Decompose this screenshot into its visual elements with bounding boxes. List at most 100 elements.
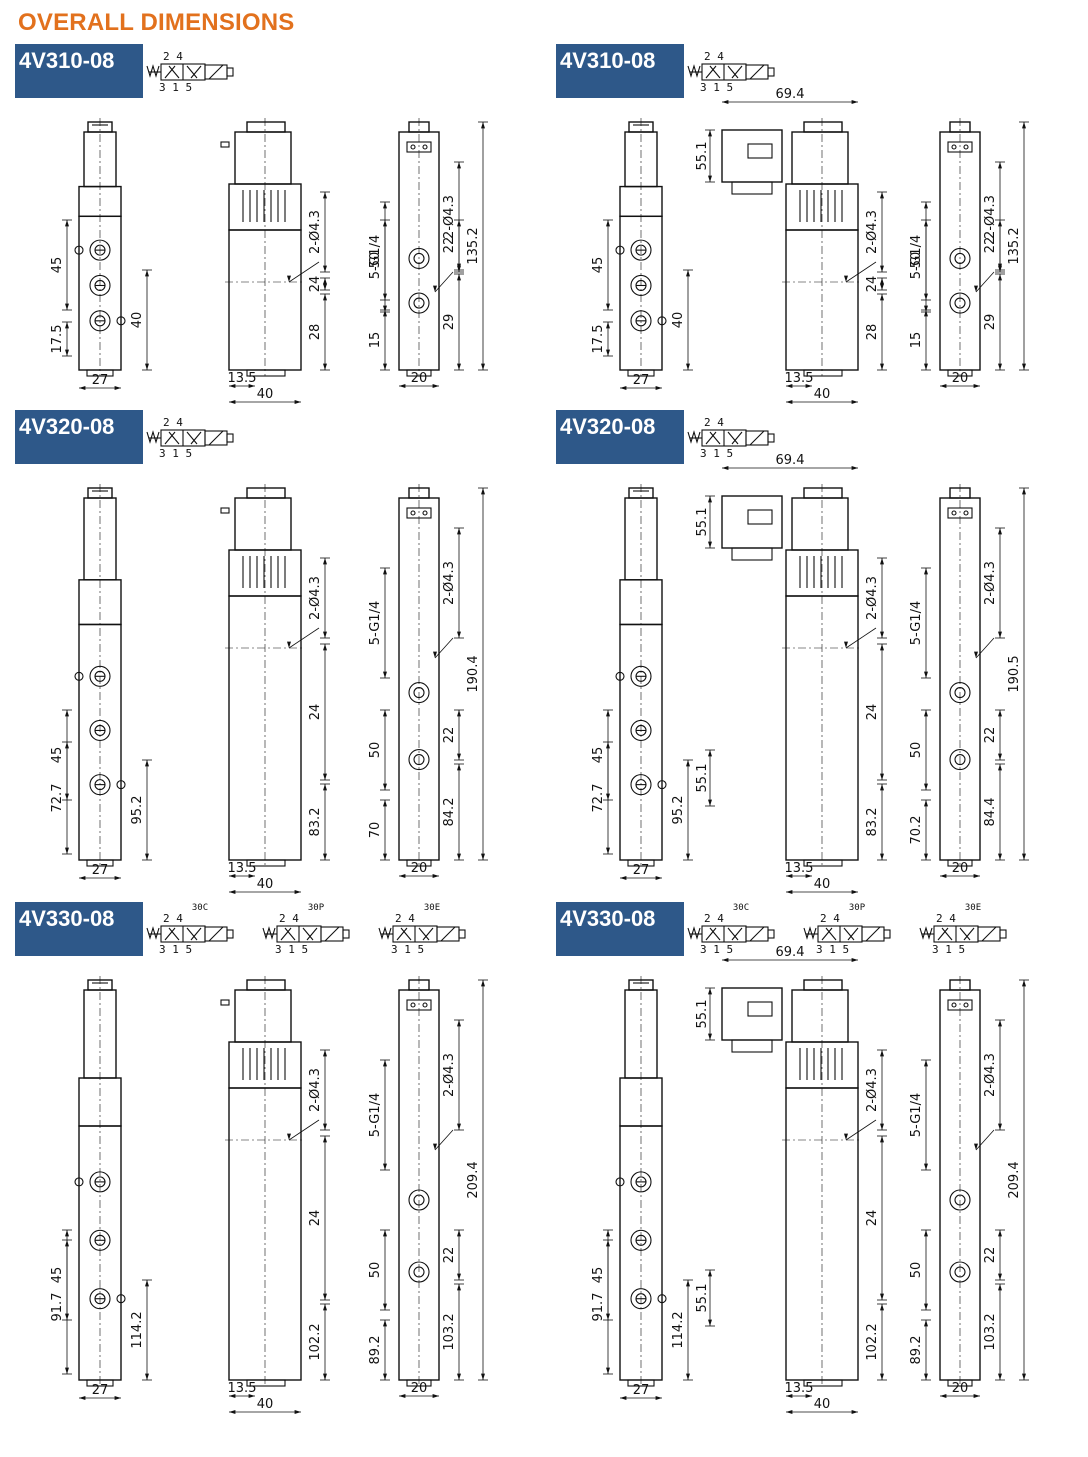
dim-45-label: 45 [591,747,606,764]
dim-50-label: 50 [909,742,924,759]
dim-total-height: 190.5 [1007,487,1029,861]
side-view [220,484,305,867]
front-view [74,118,126,377]
end-view [939,484,981,867]
dim-end-mid: 84.4 [983,763,1005,861]
dim-22-label: 22 [983,727,998,744]
dim-hole-end-label: 2-Ø4.3 [983,561,998,605]
dim-side-lower: 102.2 [865,1303,887,1381]
dim-hole-end: 2-Ø4.3 [442,527,464,639]
symbol-variant-label: 30E [965,903,981,913]
dim-13-5: 13.5 [785,371,813,388]
symbol-ports-bottom: 3 1 5 [159,447,192,460]
model-badge: 4V320-08 [15,410,143,464]
dim-24-label: 24 [308,276,323,293]
dim-55-1: 55.1 [695,129,715,183]
dim-20: 20 [940,1381,980,1398]
dim-27-label: 27 [92,863,109,878]
dim-front-height-label: 114.2 [130,1311,145,1348]
dim-27-label: 27 [92,373,109,388]
dim-45-label: 45 [50,257,65,274]
symbol-ports-bottom: 3 1 5 [159,81,192,94]
dim-24: 24 [865,1135,887,1301]
dim-24-label: 24 [308,704,323,721]
dim-55-1-lower: 55.1 [695,1269,715,1327]
valve-symbol: 2 43 1 5 [687,416,775,460]
dim-17-5-label: 17.5 [591,325,606,354]
dim-port-thread: 5-G1/4 [909,567,931,679]
end-view [398,484,440,867]
dim-front-height: 114.2 [671,1279,693,1381]
dim-total-height-label: 190.4 [466,655,481,692]
dim-22: 22 [442,1229,464,1281]
symbol-ports-bottom: 3 1 5 [391,943,424,956]
dim-hole-end: 2-Ø4.3 [442,161,464,273]
dim-total-height-label: 135.2 [466,227,481,264]
dim-total-height: 209.4 [466,979,488,1381]
dim-hole-end: 2-Ø4.3 [983,161,1005,273]
symbol-ports-top: 2 4 [936,912,956,925]
valve-symbol: 2 43 1 5 [687,50,775,94]
dim-end-lower-label: 70 [368,822,383,839]
dim-50: 50 [909,709,931,791]
symbol-ports-top: 2 4 [820,912,840,925]
dim-24-label: 24 [308,1210,323,1227]
dim-24-label: 24 [865,1210,880,1227]
dim-13-5-label: 13.5 [785,1381,814,1396]
dim-55-1-lower: 55.1 [695,749,715,807]
dim-69-4-label: 69.4 [776,87,805,102]
dim-69-4: 69.4 [722,945,858,962]
dim-port-thread: 5-G1/4 [909,1059,931,1171]
symbol-ports-top: 2 4 [395,912,415,925]
dim-13-5-label: 13.5 [228,371,257,386]
symbol-ports-bottom: 3 1 5 [275,943,308,956]
dim-69-4-label: 69.4 [776,945,805,960]
dim-side-width: 40 [786,877,858,894]
symbol-ports-bottom: 3 1 5 [700,943,733,956]
dim-hole: 2-Ø4.3 [308,557,330,639]
dim-13-5: 13.5 [228,1381,256,1398]
dim-20-label: 20 [411,1381,428,1396]
dim-hole-end-label: 2-Ø4.3 [442,195,457,239]
dim-13-5: 13.5 [228,371,257,388]
dim-20: 20 [399,371,439,388]
symbol-ports-top: 2 4 [163,912,183,925]
dim-20: 20 [940,371,980,388]
dim-total-height-label: 209.4 [1007,1161,1022,1198]
dim-end-lower-label: 89.2 [368,1336,383,1365]
model-badge: 4V320-08 [556,410,684,464]
dim-port-thread: 5-G1/4 [368,1059,390,1171]
dim-27: 27 [79,373,121,390]
dim-45-label: 45 [591,1267,606,1284]
dim-front-height: 95.2 [130,759,152,861]
dim-27: 27 [79,1383,121,1400]
dim-27: 27 [620,863,662,880]
dim-hole-end-label: 2-Ø4.3 [442,561,457,605]
dim-20-label: 20 [952,1381,969,1396]
symbol-ports-top: 2 4 [279,912,299,925]
dim-end-lower: 15 [909,309,931,371]
symbol-variant-label: 30C [192,903,208,913]
dim-side-width: 40 [229,1397,301,1414]
dim-24: 24 [308,276,330,293]
dim-front-height-label: 114.2 [671,1311,686,1348]
model-badge: 4V310-08 [15,44,143,98]
dim-45: 45 [591,219,613,311]
dim-total-height-label: 190.5 [1007,655,1022,692]
dim-end-lower: 89.2 [368,1319,390,1381]
dim-hole-label: 2-Ø4.3 [308,1068,323,1112]
dim-20-label: 20 [411,861,428,876]
dim-hole-label: 2-Ø4.3 [865,1068,880,1112]
dim-end-lower: 70.2 [909,799,931,861]
dim-17-5: 17.5 [50,321,72,357]
dim-hole: 2-Ø4.3 [865,1049,887,1131]
dim-hole-end-label: 2-Ø4.3 [983,1053,998,1097]
dim-24-label: 24 [865,276,880,293]
dim-hole-end-label: 2-Ø4.3 [983,195,998,239]
dim-22: 22 [442,709,464,761]
